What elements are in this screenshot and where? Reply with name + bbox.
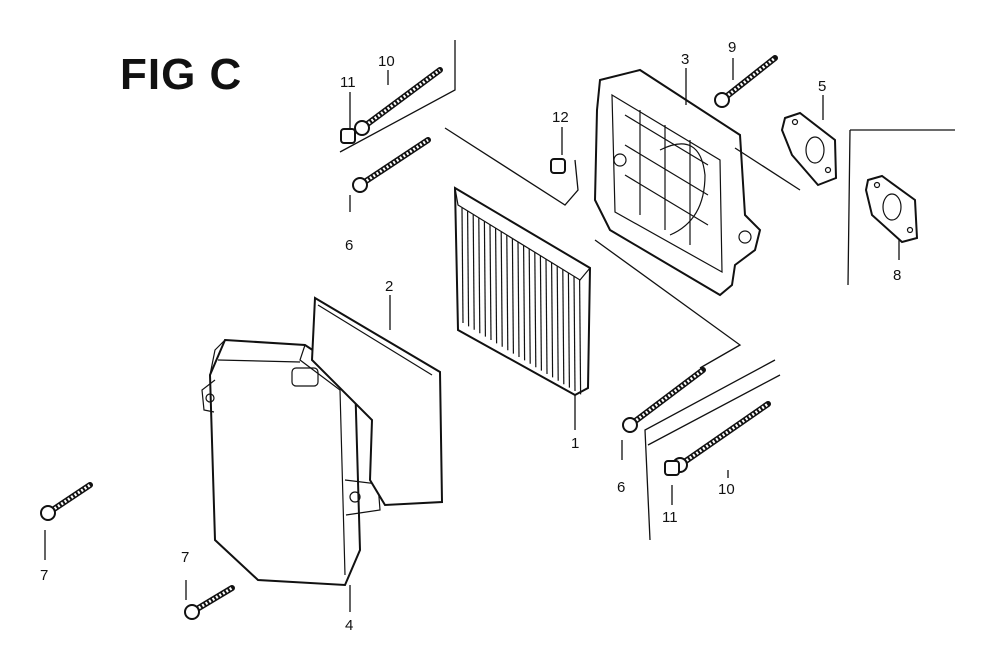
callout-7-bottom: 7	[181, 549, 189, 566]
insulator-gasket-part	[864, 174, 919, 244]
filter-pleat	[467, 211, 470, 327]
filter-pleat	[478, 218, 481, 334]
filter-pleat	[495, 228, 498, 344]
nut-12	[550, 158, 566, 174]
filter-pleat	[489, 224, 492, 341]
pre-filter-part	[310, 296, 444, 507]
filter-pleat	[461, 207, 464, 324]
callout-4: 4	[345, 617, 353, 634]
bolt-9-head	[714, 92, 730, 108]
callout-1: 1	[571, 435, 579, 452]
callout-12: 12	[552, 109, 569, 126]
callout-8: 8	[893, 267, 901, 284]
callout-3: 3	[681, 51, 689, 68]
filter-pleat	[545, 258, 548, 375]
callout-labels: 1 2 3 4 5 6 6 7 7 8 9 10 10 11 11 12	[40, 39, 901, 634]
callout-10-upper: 10	[378, 53, 395, 70]
filter-pleat	[523, 245, 526, 361]
filter-pleat	[534, 252, 537, 368]
filter-pleat	[539, 255, 542, 371]
nut-11-upper	[340, 128, 356, 144]
bolt-7-left-thread	[47, 483, 91, 515]
bolt-6-lower-thread	[629, 368, 704, 427]
gasket-part	[780, 111, 838, 187]
fastener-group	[40, 55, 778, 620]
callout-11-lower: 11	[662, 509, 678, 526]
guide-lines	[339, 40, 955, 541]
air-cleaner-base-part	[593, 68, 762, 297]
callout-5: 5	[818, 78, 826, 95]
air-cleaner-cover-part	[201, 338, 381, 587]
bolt-6-upper-head	[352, 177, 368, 193]
bolt-10-upper-thread	[361, 68, 441, 130]
bolt-10-lower-thread	[679, 402, 769, 467]
filter-pleat	[567, 272, 570, 388]
callout-6-upper: 6	[345, 237, 353, 254]
filter-pleat	[573, 275, 576, 392]
callout-9: 9	[728, 39, 736, 56]
filter-pleat	[556, 265, 559, 381]
bolt-6-upper-thread	[359, 138, 429, 187]
bolt-9-thread	[721, 56, 776, 102]
figure-title: FIG C	[120, 50, 243, 99]
filter-pleat	[551, 262, 554, 378]
air-filter-element-part	[453, 186, 592, 397]
filter-pleat	[472, 214, 475, 330]
callout-10-lower: 10	[718, 481, 735, 498]
filter-pleat	[511, 238, 514, 354]
nut-11-lower	[664, 460, 680, 476]
bolt-7-left-head	[40, 505, 56, 521]
leader-lines	[44, 58, 900, 612]
filter-pleat	[517, 241, 520, 358]
bolt-6-lower-head	[622, 417, 638, 433]
filter-pleat	[528, 248, 531, 364]
filter-pleat	[483, 221, 486, 337]
filter-pleat	[562, 269, 565, 385]
bolt-7-bottom-head	[184, 604, 200, 620]
callout-7-left: 7	[40, 567, 48, 584]
filter-pleat	[500, 231, 503, 347]
callout-6-lower: 6	[617, 479, 625, 496]
callout-11-upper: 11	[340, 74, 356, 91]
filter-pleat	[506, 235, 509, 351]
callout-2: 2	[385, 278, 393, 295]
bolt-10-upper-head	[354, 120, 370, 136]
filter-pleat	[579, 279, 582, 395]
